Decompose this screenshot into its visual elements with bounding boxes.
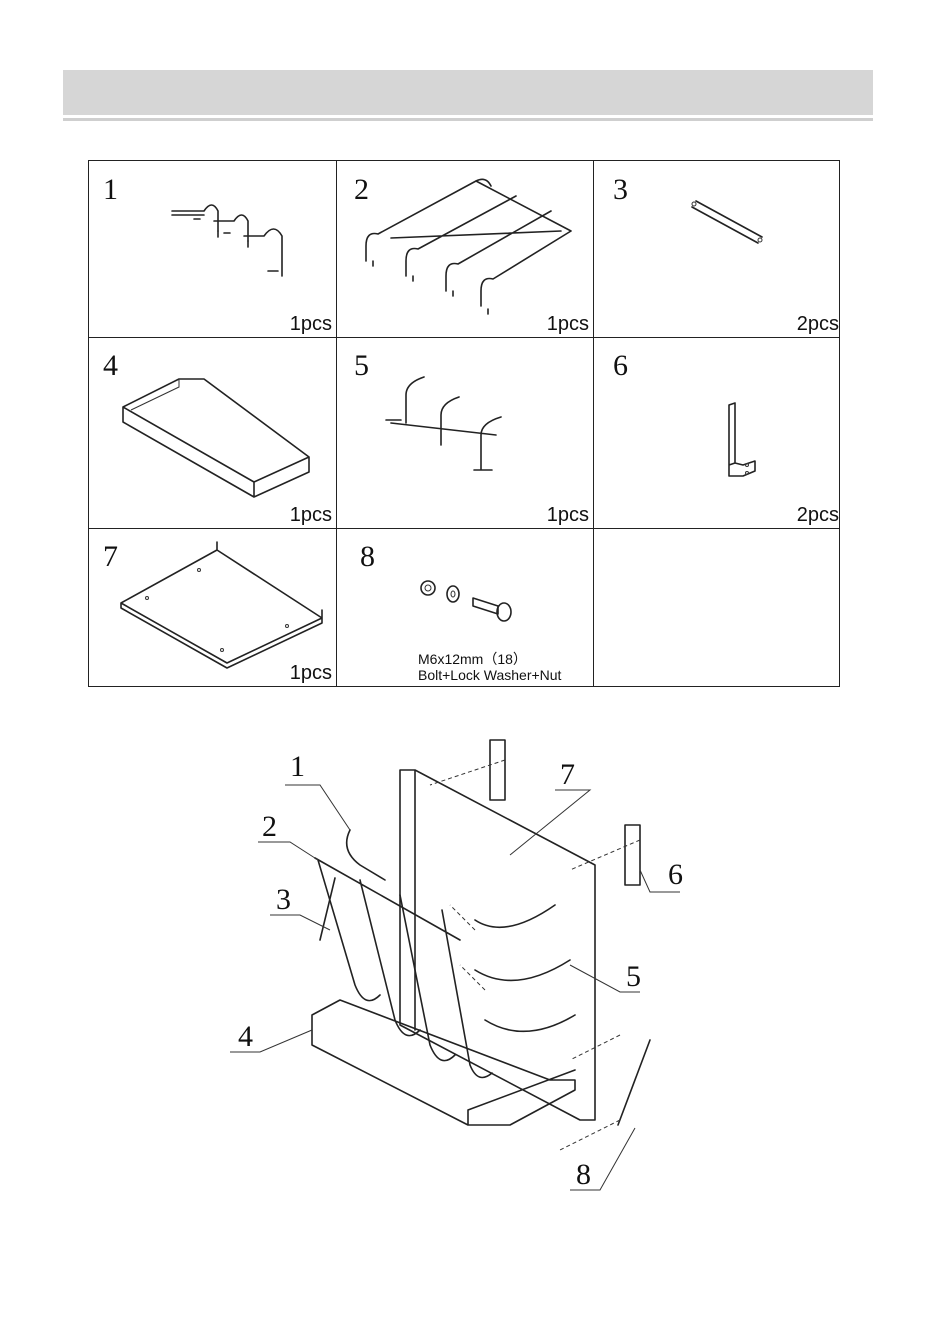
part-cell-2: 2 1pcs: [336, 161, 593, 337]
assembly-callout-5: 5: [626, 962, 641, 992]
part-cell-1: 1 1pcs: [89, 161, 336, 337]
part-number: 8: [360, 542, 375, 572]
part-number: 6: [613, 351, 628, 381]
assembly-callout-7: 7: [560, 760, 575, 790]
parts-table: 1 1pcs 2 1pcs 3 2pcs 4 1pcs 5: [88, 160, 840, 687]
bracket-icon: [721, 401, 761, 481]
part-number: 5: [354, 351, 369, 381]
assembly-callout-2: 2: [262, 812, 277, 842]
part-cell-5: 5 1pcs: [336, 337, 593, 528]
assembly-callout-3: 3: [276, 885, 291, 915]
part-quantity: 1pcs: [547, 505, 589, 525]
header-band: [63, 70, 873, 115]
hanger-rail-icon: [386, 375, 526, 475]
assembly-diagram: [220, 730, 720, 1200]
assembly-callout-4: 4: [238, 1022, 253, 1052]
part-quantity: 2pcs: [797, 505, 839, 525]
assembly-drawing: 1 2 3 4 5 6 7 8: [220, 730, 720, 1200]
bolt-spec-line: M6x12mm（18）: [418, 651, 527, 667]
back-panel-icon: [117, 548, 327, 668]
base-tray-icon: [119, 377, 314, 497]
bolt-set-icon: [418, 578, 528, 633]
part-cell-3: 3 2pcs: [593, 161, 841, 337]
bolt-spec-line: Bolt+Lock Washer+Nut: [418, 667, 561, 683]
part-number: 1: [103, 175, 118, 205]
empty-cell: [593, 528, 841, 686]
header-rule: [63, 118, 873, 121]
part-number: 7: [103, 542, 118, 572]
part-cell-4: 4 1pcs: [89, 337, 336, 528]
part-cell-8: 8 M6x12mm（18） Bolt+Lock Washer+Nut: [336, 528, 593, 686]
assembly-callout-8: 8: [576, 1160, 591, 1190]
part-quantity: 1pcs: [290, 663, 332, 683]
part-quantity: 1pcs: [290, 505, 332, 525]
tube-frame-icon: [361, 176, 576, 321]
part-number: 3: [613, 175, 628, 205]
part-number: 4: [103, 351, 118, 381]
part-quantity: 1pcs: [290, 314, 332, 334]
part-cell-6: 6 2pcs: [593, 337, 841, 528]
part-quantity: 2pcs: [797, 314, 839, 334]
part-quantity: 1pcs: [547, 314, 589, 334]
assembly-callout-6: 6: [668, 860, 683, 890]
assembly-callout-1: 1: [290, 752, 305, 782]
hanger-rail-icon: [164, 191, 314, 281]
flat-bar-icon: [688, 199, 768, 254]
part-cell-7: 7 1pcs: [89, 528, 336, 686]
